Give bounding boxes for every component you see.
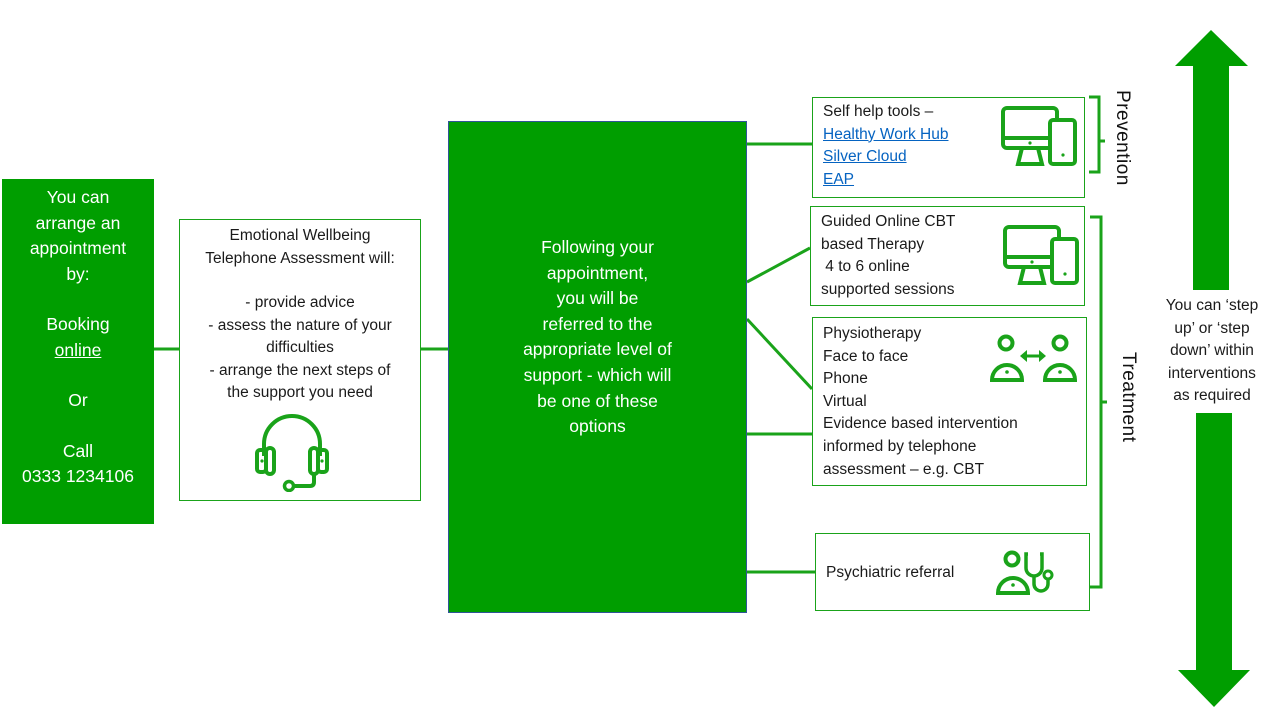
treatment-label: Treatment bbox=[1118, 352, 1139, 443]
step-note-line: up’ or ‘step bbox=[1174, 319, 1250, 337]
followup-line: be one of these bbox=[537, 390, 658, 411]
cbt-line: based Therapy bbox=[821, 235, 925, 253]
start-line: You can bbox=[46, 187, 110, 207]
prevention-label: Prevention bbox=[1112, 90, 1133, 186]
treatment-bracket bbox=[1090, 215, 1107, 589]
physio-line: Phone bbox=[823, 370, 868, 388]
cbt-line: 4 to 6 online bbox=[821, 258, 910, 276]
assessment-title: Telephone Assessment will: bbox=[205, 249, 395, 267]
arrange-appointment-box: You can arrange an appointment by: Booki… bbox=[2, 179, 154, 524]
physio-line: assessment – e.g. CBT bbox=[823, 460, 985, 478]
guided-online-cbt-option: Guided Online CBT based Therapy 4 to 6 o… bbox=[810, 206, 1085, 306]
assessment-bullet: - assess the nature of your bbox=[208, 316, 392, 334]
physio-line: informed by telephone bbox=[823, 437, 977, 455]
step-note-line: You can ‘step bbox=[1165, 297, 1259, 314]
connector-to-guided-cbt bbox=[746, 246, 811, 284]
physiotherapy-option: Physiotherapy Face to face Phone Virtual… bbox=[812, 317, 1087, 486]
phone-number[interactable]: 0333 1234106 bbox=[22, 466, 134, 486]
physio-line: Virtual bbox=[823, 392, 867, 410]
followup-line: Following your bbox=[541, 237, 654, 257]
assessment-bullet: difficulties bbox=[266, 339, 334, 356]
call-label: Call bbox=[62, 440, 94, 461]
self-help-option: Self help tools – Healthy Work Hub Silve… bbox=[812, 97, 1085, 198]
assessment-bullet: - arrange the next steps of bbox=[209, 361, 391, 379]
assessment-title: Emotional Wellbeing bbox=[229, 227, 371, 244]
following-appointment-box: Following your appointment, you will be … bbox=[448, 121, 747, 613]
devices-icon bbox=[1001, 106, 1077, 166]
start-line: appointment bbox=[29, 238, 127, 258]
cbt-line: supported sessions bbox=[821, 280, 955, 298]
eap-link[interactable]: EAP bbox=[823, 170, 855, 188]
followup-line: appropriate level of bbox=[523, 339, 672, 360]
devices-icon bbox=[1003, 225, 1079, 285]
or-label: Or bbox=[68, 390, 88, 410]
booking-label: Booking bbox=[46, 314, 110, 334]
step-note-line: down’ within bbox=[1170, 342, 1254, 359]
step-note-line: interventions bbox=[1168, 364, 1256, 382]
psychiatric-label: Psychiatric referral bbox=[826, 564, 955, 581]
headset-icon bbox=[255, 414, 329, 492]
assessment-bullet: - provide advice bbox=[245, 294, 355, 311]
doctor-stethoscope-icon bbox=[996, 550, 1054, 595]
healthy-work-hub-link[interactable]: Healthy Work Hub bbox=[823, 125, 949, 143]
followup-line: support - which will bbox=[523, 364, 672, 385]
prevention-bracket bbox=[1089, 95, 1105, 174]
silver-cloud-link[interactable]: Silver Cloud bbox=[823, 148, 907, 166]
start-line: arrange an bbox=[35, 212, 121, 233]
people-exchange-icon bbox=[989, 334, 1077, 382]
step-up-down-note: You can ‘step up’ or ‘step down’ within … bbox=[1150, 295, 1274, 408]
followup-line: you will be bbox=[556, 288, 639, 309]
connector-to-physio-diagonal bbox=[745, 317, 814, 391]
physio-line: Physiotherapy bbox=[823, 325, 922, 342]
psychiatric-referral-option: Psychiatric referral bbox=[815, 533, 1090, 611]
physio-line: Face to face bbox=[823, 347, 909, 365]
assessment-bullet: the support you need bbox=[227, 384, 373, 401]
step-note-line: as required bbox=[1173, 387, 1251, 404]
step-up-arrow bbox=[1175, 30, 1248, 290]
physio-line: Evidence based intervention bbox=[823, 415, 1018, 433]
cbt-line: Guided Online CBT bbox=[821, 213, 956, 230]
followup-line: appointment, bbox=[546, 262, 649, 283]
online-booking-link[interactable]: online bbox=[54, 339, 102, 360]
telephone-assessment-box: Emotional Wellbeing Telephone Assessment… bbox=[179, 219, 421, 501]
start-line: by: bbox=[66, 263, 90, 284]
step-down-arrow bbox=[1178, 413, 1250, 707]
self-help-title: Self help tools – bbox=[823, 103, 934, 120]
followup-line: referred to the bbox=[542, 313, 653, 334]
followup-line: options bbox=[569, 416, 626, 437]
